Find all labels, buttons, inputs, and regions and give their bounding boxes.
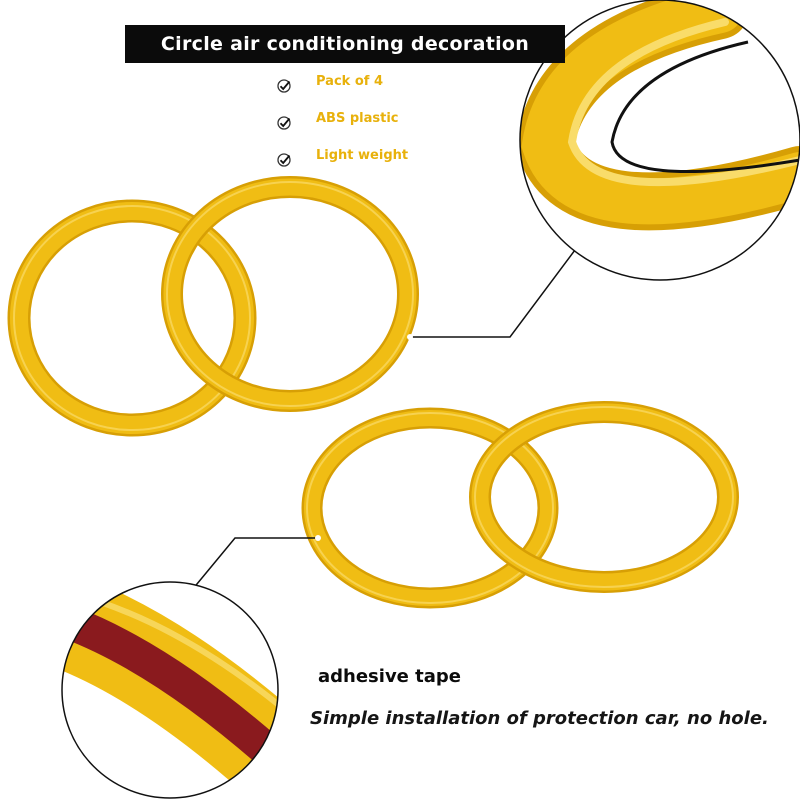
feature-item: Light weight	[276, 148, 408, 185]
feature-item: ABS plastic	[276, 111, 408, 148]
check-icon	[277, 153, 291, 167]
feature-label: Light weight	[316, 148, 409, 163]
check-icon	[277, 79, 291, 93]
tape-title: adhesive tape	[318, 666, 461, 687]
feature-label: ABS plastic	[316, 111, 399, 126]
callout-line-bottom	[191, 537, 318, 591]
zoom-detail-bottom	[61, 581, 279, 799]
feature-list: Pack of 4 ABS plastic Light weight	[276, 74, 408, 185]
ring-bottom-right	[469, 401, 739, 593]
callout-line-top	[410, 249, 576, 338]
check-icon	[277, 116, 291, 130]
feature-label: Pack of 4	[316, 74, 383, 89]
feature-item: Pack of 4	[276, 74, 408, 111]
callout-dot-bottom	[315, 535, 321, 541]
ring-top-right	[161, 176, 419, 412]
callout-dot-top	[407, 334, 413, 340]
zoom-detail-top	[519, 0, 800, 281]
tape-description: Simple installation of protection car, n…	[310, 708, 769, 729]
ring-top-left	[7, 199, 257, 437]
title-banner: Circle air conditioning decoration	[125, 25, 565, 63]
page-title: Circle air conditioning decoration	[160, 33, 530, 55]
ring-bottom-left	[301, 407, 559, 609]
